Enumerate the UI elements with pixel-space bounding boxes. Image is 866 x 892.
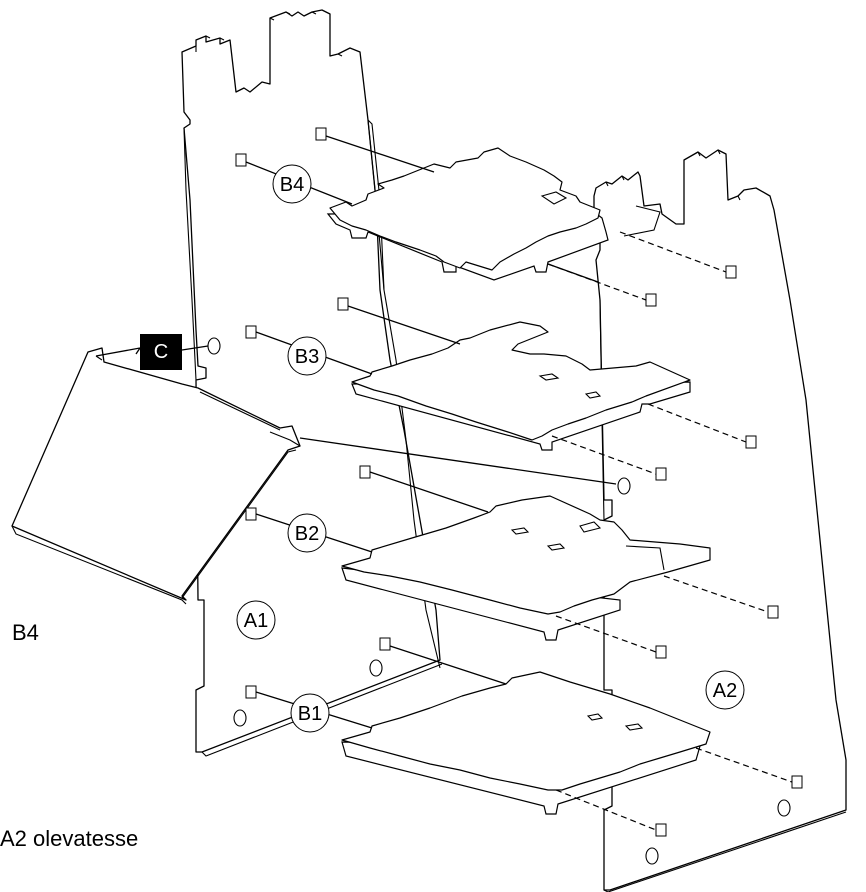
label-a2-circle [705, 670, 745, 710]
left-caption: B4 [12, 620, 39, 645]
label-b1-text: B1 [298, 703, 322, 725]
hole [369, 659, 383, 677]
holes [207, 337, 791, 865]
label-b4: B4 [272, 164, 312, 204]
a1-slots [235, 127, 391, 699]
label-c-text: C [154, 341, 168, 363]
slot [745, 435, 757, 449]
slot [245, 507, 257, 521]
bottom-caption: A2 olevatesse [0, 826, 139, 851]
label-a1-text: A1 [244, 610, 268, 632]
slot [791, 775, 803, 789]
hole [645, 847, 659, 865]
label-a2-text: A2 [713, 680, 737, 702]
slot [725, 265, 737, 279]
hole [233, 709, 247, 727]
shelf-b2-part [341, 495, 711, 641]
slot [235, 153, 247, 167]
slot [655, 645, 667, 659]
slot [379, 637, 391, 651]
hole [617, 477, 631, 495]
label-b2: B2 [287, 513, 327, 553]
shelf-b3-part [351, 321, 691, 451]
label-b3-text: B3 [295, 346, 319, 368]
label-a2: A2 [705, 670, 745, 710]
slot [315, 127, 327, 141]
slot [655, 823, 667, 837]
slot [337, 297, 349, 311]
label-c: C [140, 334, 182, 370]
a2-slots [645, 265, 803, 837]
slot [645, 293, 657, 307]
slot [655, 467, 667, 481]
label-b3: B3 [287, 336, 327, 376]
slot [767, 605, 779, 619]
hole [207, 337, 221, 355]
label-b1: B1 [290, 693, 330, 733]
slot [245, 325, 257, 339]
shelf-b4-part [326, 147, 661, 281]
label-b4-circle [272, 164, 312, 204]
label-a1-circle [236, 600, 276, 640]
label-c-box [140, 334, 182, 370]
hole [777, 799, 791, 817]
angled-panel-c [11, 347, 301, 605]
label-b2-circle [287, 513, 327, 553]
label-b3-circle [287, 336, 327, 376]
label-b2-text: B2 [295, 523, 319, 545]
slot [359, 465, 371, 479]
label-b1-circle [290, 693, 330, 733]
shelf-b1-part [341, 671, 711, 815]
label-b4-text: B4 [280, 174, 304, 196]
label-a1: A1 [236, 600, 276, 640]
slot [245, 685, 257, 699]
